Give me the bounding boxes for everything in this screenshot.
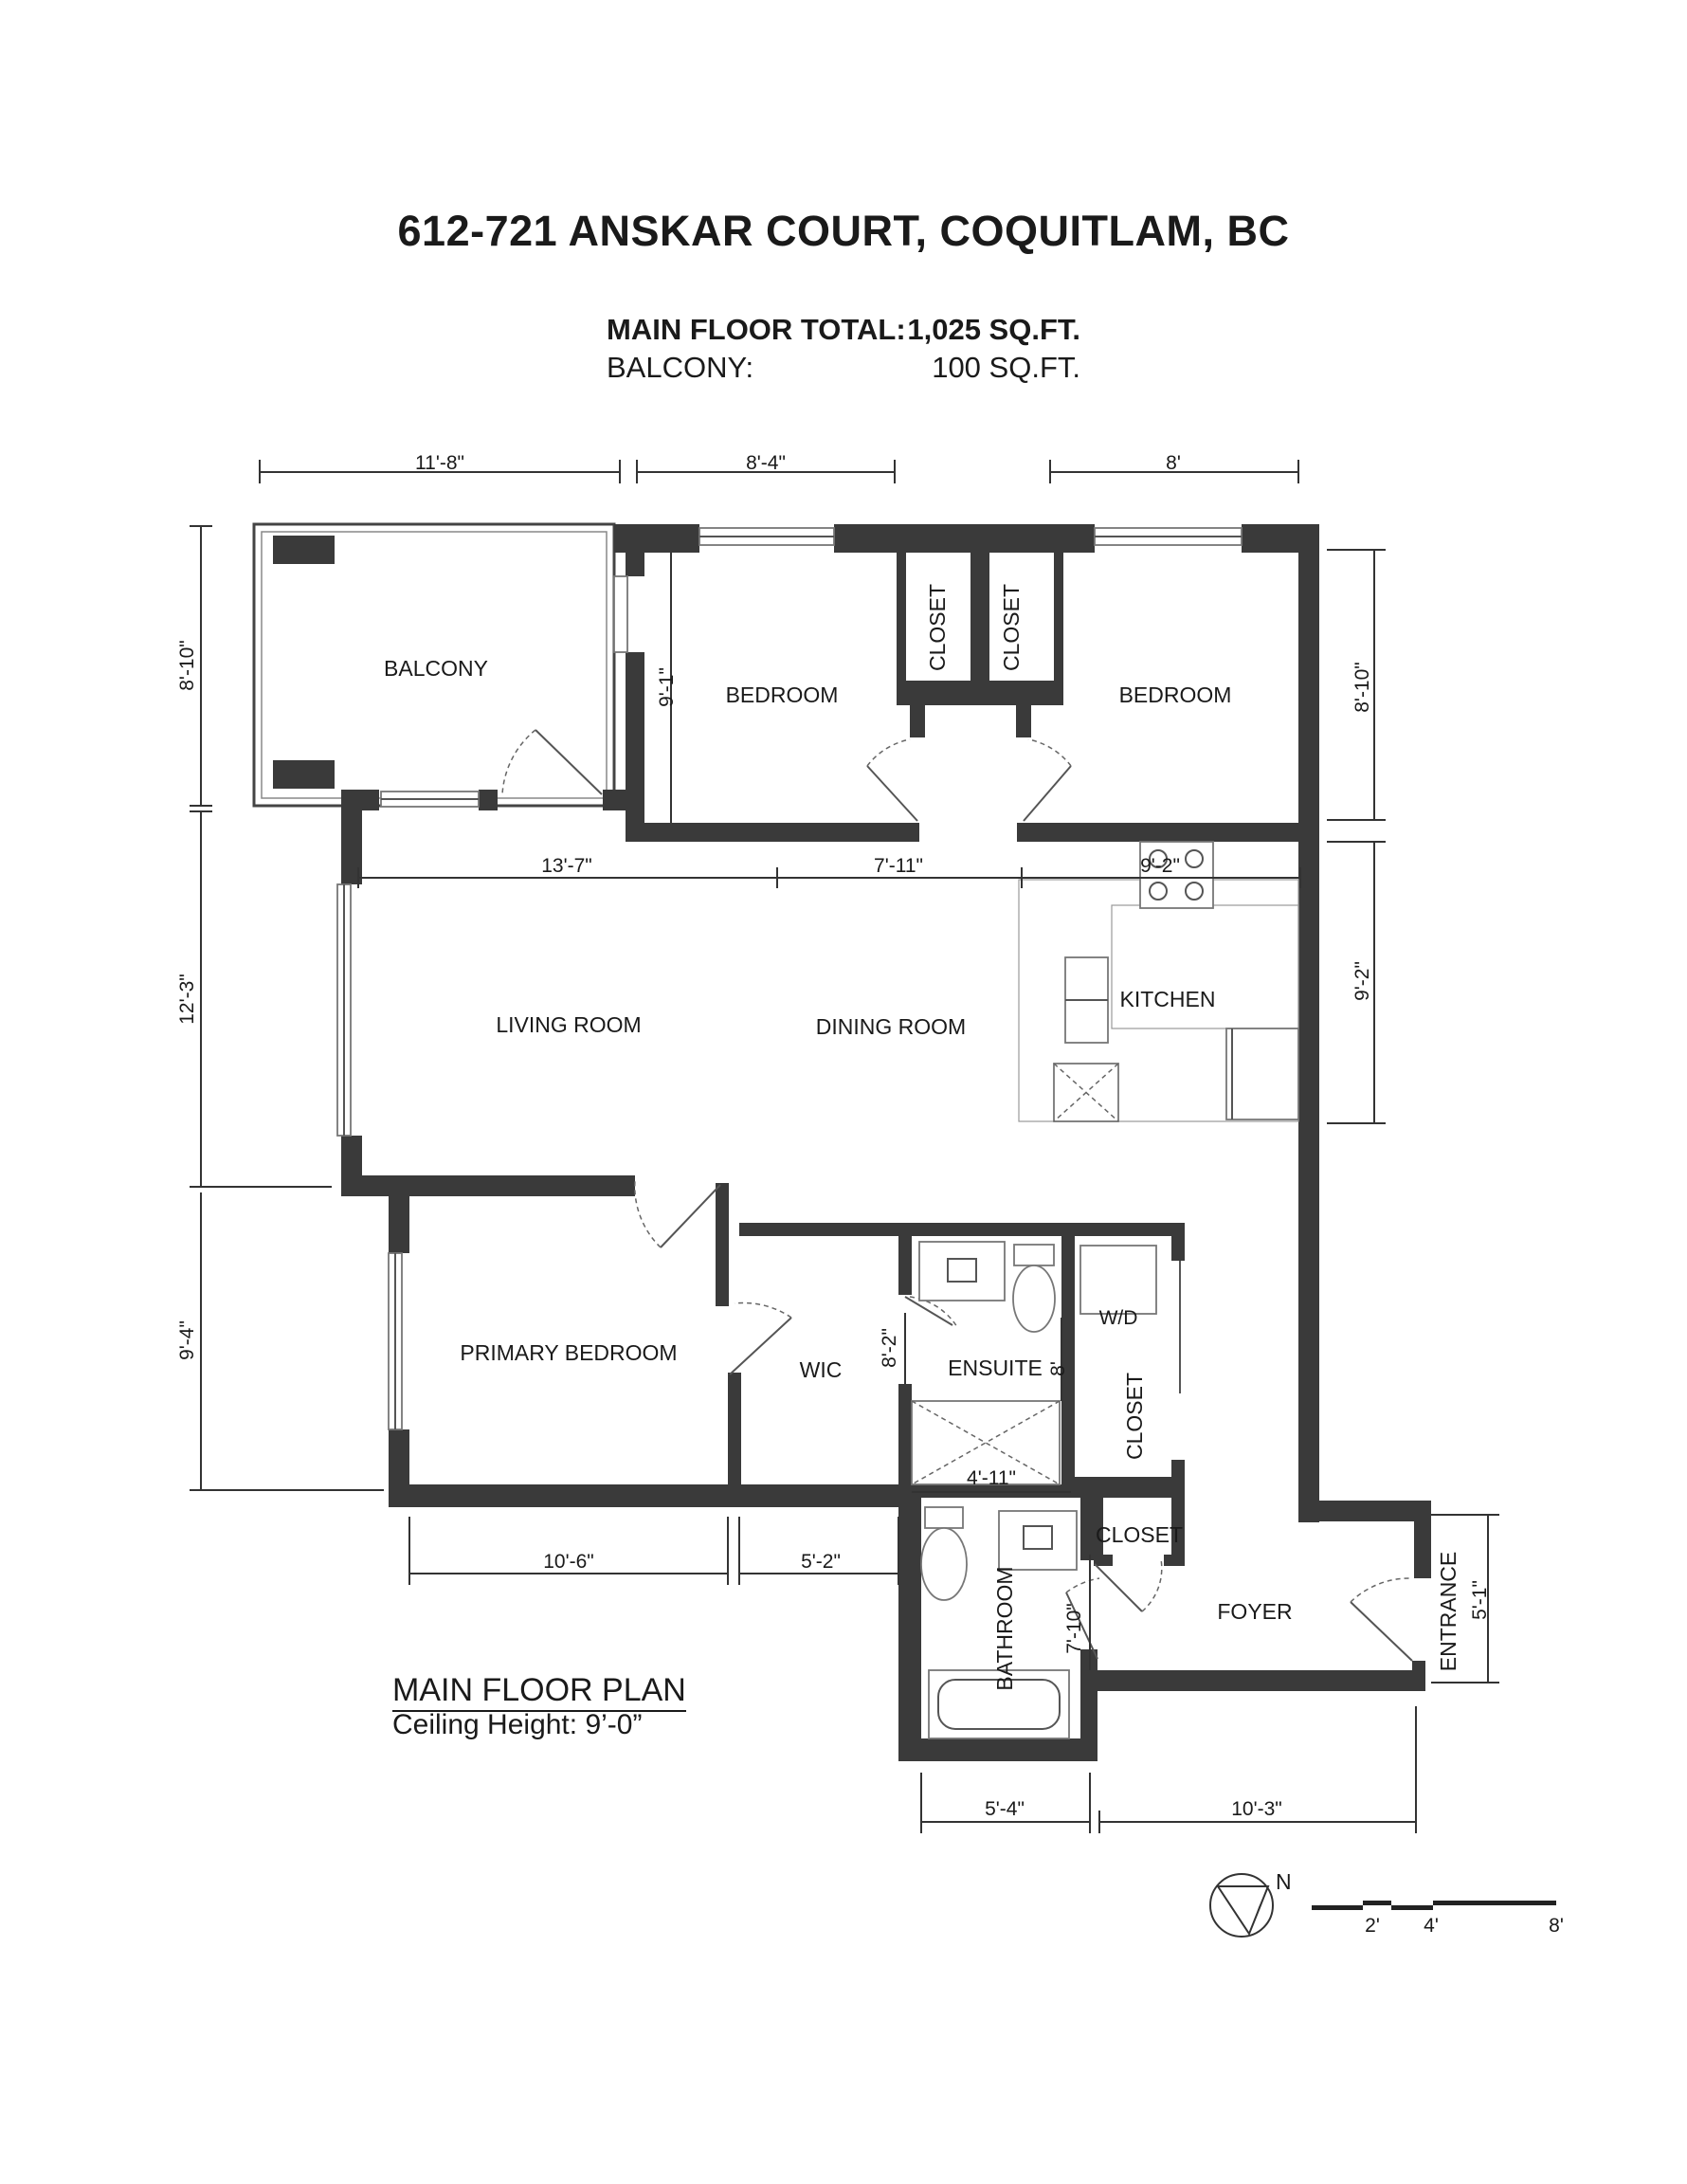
bathroom-toilet-icon <box>920 1527 968 1601</box>
balcony-planter-top <box>273 536 335 564</box>
dim-foyer-width: 10'-3" <box>1231 1798 1282 1820</box>
dim-living-width: 13'-7" <box>541 855 592 877</box>
dim-bathroom-depth: 7'-10" <box>1063 1603 1085 1654</box>
dim-entrance-width: 5'-1" <box>1469 1580 1491 1620</box>
dim-bathroom-width: 5'-4" <box>985 1798 1025 1820</box>
dim-wic-width: 5'-2" <box>801 1551 841 1573</box>
label-kitchen: KITCHEN <box>1120 987 1216 1011</box>
ceiling-height: Ceiling Height: 9’-0” <box>392 1709 643 1740</box>
north-arrow: N <box>1209 1869 1292 1938</box>
main-floor-total-value: 1,025 SQ.FT. <box>907 313 1080 346</box>
label-foyer: FOYER <box>1217 1599 1292 1624</box>
main-floor-total-row: MAIN FLOOR TOTAL: 1,025 SQ.FT. <box>607 311 1080 349</box>
dim-bedroom2-width: 8' <box>1166 452 1181 474</box>
scale-label-2: 2' <box>1365 1915 1380 1937</box>
label-balcony: BALCONY <box>384 656 488 681</box>
balcony-area-label: BALCONY: <box>607 351 754 384</box>
balcony-area-value: 100 SQ.FT. <box>932 351 1080 384</box>
scale-label-8: 8' <box>1549 1915 1564 1937</box>
dim-balcony-depth: 8'-10" <box>176 640 198 691</box>
bathroom-sink-icon <box>998 1510 1078 1571</box>
kitchen-fixtures <box>1018 841 1299 1122</box>
balcony-planter-bottom <box>273 760 335 789</box>
label-wic: WIC <box>800 1357 843 1382</box>
doors <box>501 729 1413 1662</box>
area-summary: MAIN FLOOR TOTAL: 1,025 SQ.FT. BALCONY: … <box>607 311 1080 387</box>
dim-primary-depth: 9'-4" <box>176 1320 198 1360</box>
bathtub-icon <box>928 1669 1070 1739</box>
label-closet-3: CLOSET <box>1122 1373 1147 1460</box>
ensuite-sink-icon <box>918 1241 1006 1301</box>
label-dining-room: DINING ROOM <box>816 1014 966 1039</box>
label-primary-bedroom: PRIMARY BEDROOM <box>460 1340 677 1365</box>
dim-ensuite-depth: 8'-2" <box>879 1328 900 1368</box>
dimension-labels: 11'-8" 8'-4" 8' 8'-10" 9'-1" 8'-10" 13'-… <box>176 452 1491 1820</box>
dim-ensuite-width: 4'-11" <box>967 1467 1016 1489</box>
address-title: 612-721 ANSKAR COURT, COQUITLAM, BC <box>397 207 1290 255</box>
main-floor-total-label: MAIN FLOOR TOTAL: <box>607 313 906 346</box>
walls <box>341 524 1431 1761</box>
label-bedroom-1: BEDROOM <box>726 682 839 707</box>
label-bathroom: BATHROOM <box>992 1566 1017 1690</box>
dim-ensuite-side: 8' <box>1047 1361 1069 1376</box>
plan-title-text: MAIN FLOOR PLAN <box>392 1672 686 1712</box>
dim-living-depth: 12'-3" <box>176 974 198 1025</box>
label-closet-4: CLOSET <box>1096 1522 1183 1547</box>
plan-title: MAIN FLOOR PLAN <box>392 1672 686 1712</box>
dim-bedroom1-depth: 9'-1" <box>656 667 678 707</box>
label-closet-1: CLOSET <box>925 584 950 671</box>
dim-primary-width: 10'-6" <box>543 1551 594 1573</box>
dim-dining-width: 7'-11" <box>874 855 923 877</box>
washer-dryer-icon <box>1079 1245 1157 1315</box>
ensuite-toilet-icon <box>1012 1265 1056 1333</box>
north-label: N <box>1276 1869 1292 1894</box>
label-entrance: ENTRANCE <box>1436 1552 1460 1672</box>
scale-bar: 2' 4' 8' <box>1312 1901 1564 1937</box>
room-labels: BALCONY BEDROOM BEDROOM CLOSET CLOSET LI… <box>384 584 1460 1691</box>
label-ensuite: ENSUITE <box>948 1356 1043 1380</box>
windows <box>336 527 1243 1430</box>
fridge-icon <box>1225 1028 1299 1120</box>
dimension-lines <box>190 460 1499 1833</box>
dim-kitchen-width: 9'-2" <box>1140 855 1180 877</box>
label-closet-2: CLOSET <box>999 584 1024 671</box>
dim-balcony-width: 11'-8" <box>415 452 464 474</box>
label-washer-dryer: W/D <box>1099 1307 1138 1329</box>
label-living-room: LIVING ROOM <box>496 1012 641 1037</box>
label-bedroom-2: BEDROOM <box>1119 682 1232 707</box>
dim-bedroom2-depth: 8'-10" <box>1351 662 1373 713</box>
dim-kitchen-depth: 9'-2" <box>1351 961 1373 1001</box>
scale-label-4: 4' <box>1424 1915 1439 1937</box>
bath-fixtures <box>911 1241 1157 1739</box>
balcony-area-row: BALCONY: 100 SQ.FT. <box>607 349 1080 387</box>
dim-bedroom1-width: 8'-4" <box>746 452 786 474</box>
